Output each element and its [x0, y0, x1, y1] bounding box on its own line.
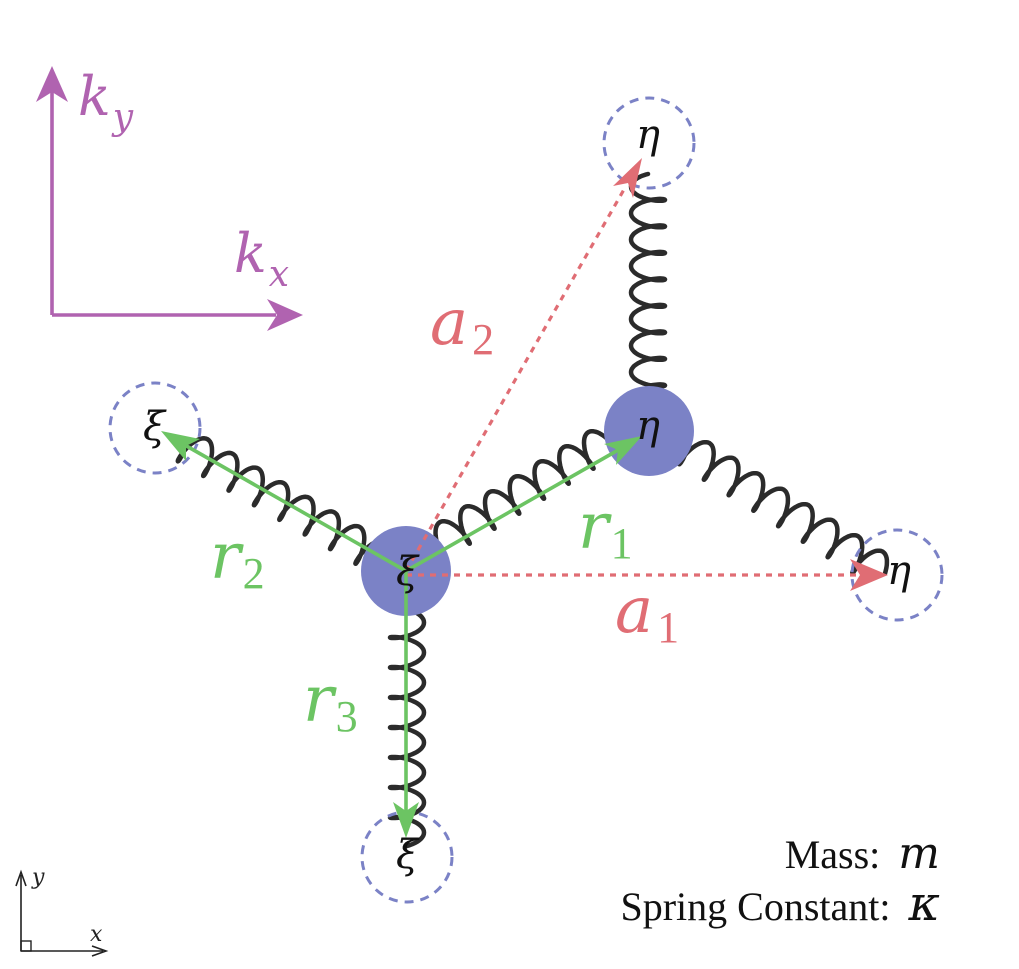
r1-arrowhead	[604, 436, 642, 465]
r2-vector	[182, 442, 407, 573]
eta-neighbor-right-circle	[850, 528, 944, 622]
neighbor-sites	[108, 96, 944, 904]
xi-center-label: ξ	[396, 549, 420, 595]
a2-vector	[404, 185, 628, 572]
a2-label: a2	[430, 286, 494, 364]
mass-label: Mass:	[785, 832, 881, 877]
y-axis-label: y	[31, 865, 45, 890]
a1-arrowhead	[850, 559, 888, 591]
r1-label: r1	[578, 490, 633, 568]
xy-coordinate-axes: y x	[15, 865, 109, 957]
xi-neighbor-left-circle	[108, 381, 202, 475]
r3-label: r3	[303, 663, 358, 741]
eta-atom	[604, 386, 694, 476]
eta-center-label: η	[636, 403, 660, 449]
r2-arrowhead	[161, 431, 200, 461]
legend-mass: Mass: m	[785, 828, 940, 879]
eta-neighbor-right-label: η	[887, 548, 911, 594]
xi-neighbor-bottom-label: ξ	[396, 832, 420, 878]
spring-xi-to-eta	[432, 413, 636, 562]
eta-neighbor-top-circle	[602, 96, 696, 190]
right-angle-marker	[20, 940, 32, 952]
spring-to-eta-right	[676, 439, 890, 576]
r2-label: r2	[210, 520, 265, 598]
a2-arrowhead	[613, 158, 642, 198]
kx-label: kx	[234, 222, 289, 295]
x-arrowhead	[91, 945, 109, 957]
spring-constant-symbol: κ	[908, 876, 940, 932]
xi-neighbor-left-label: ξ	[143, 404, 167, 450]
mass-symbol: m	[898, 828, 940, 879]
bond-vectors: r1 r2 r3	[161, 431, 642, 838]
ky-arrowhead	[36, 66, 68, 102]
r1-vector	[405, 447, 621, 573]
spring-to-eta-top	[628, 171, 668, 389]
kx-arrowhead	[267, 299, 303, 331]
ky-label: ky	[78, 65, 134, 138]
eta-neighbor-top-label: η	[636, 112, 660, 158]
x-axis-label: x	[90, 922, 103, 947]
a1-label: a1	[615, 574, 679, 652]
legend-spring-constant: Spring Constant: κ	[620, 876, 940, 932]
legend: Mass: m Spring Constant: κ	[620, 828, 940, 932]
lattice-vectors: a1 a2	[404, 158, 888, 652]
spring-constant-label: Spring Constant:	[620, 884, 890, 929]
site-labels: ξ η ξ η η ξ	[143, 112, 911, 878]
r3-arrowhead	[393, 802, 419, 838]
y-arrowhead	[15, 869, 27, 887]
reciprocal-axes: ky kx	[36, 65, 303, 331]
